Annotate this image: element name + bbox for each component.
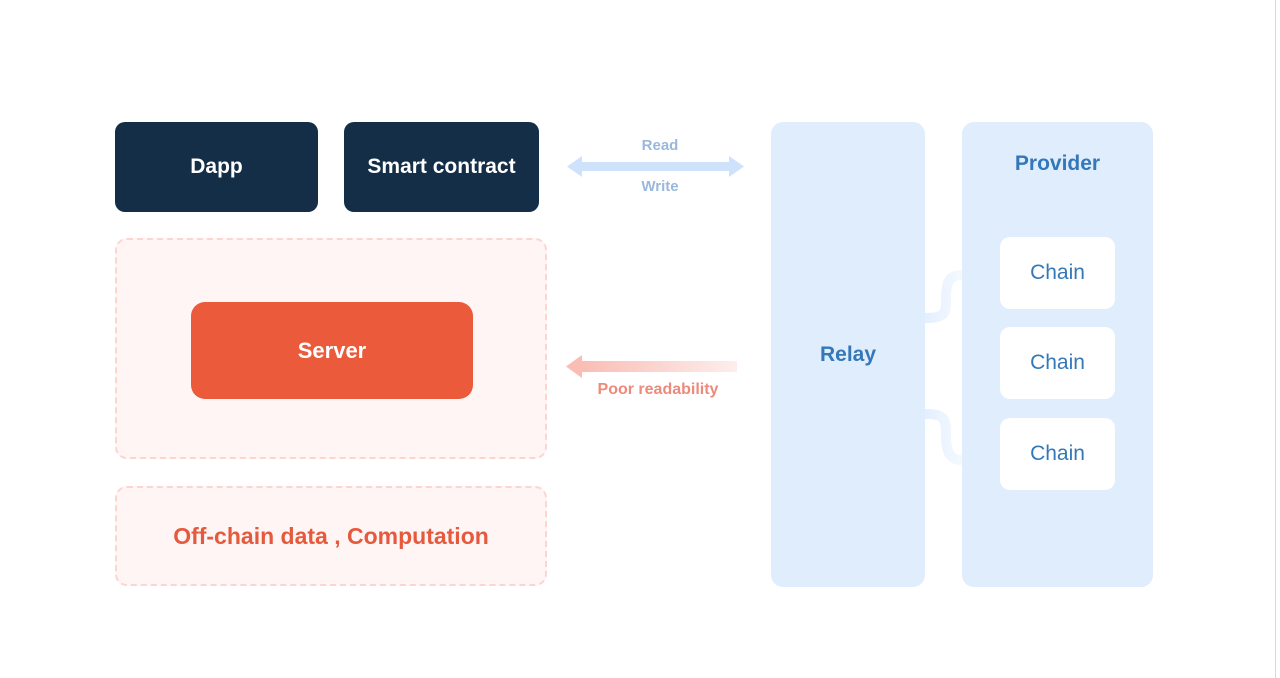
- dapp-box: Dapp: [115, 122, 318, 212]
- chain-label: Chain: [1030, 261, 1085, 284]
- read-label: Read: [641, 137, 679, 154]
- connector-chain-3: [924, 409, 963, 465]
- poor-readability-arrow: [566, 355, 737, 378]
- write-label: Write: [641, 178, 679, 195]
- offchain-label: Off-chain data , Computation: [173, 522, 489, 549]
- connector-chain-1: [924, 270, 963, 323]
- offchain-zone: Off-chain data , Computation: [115, 486, 547, 586]
- poor-readability-label: Poor readability: [597, 381, 719, 398]
- chain-box: Chain: [1000, 237, 1115, 309]
- read-write-double-arrow: [567, 156, 744, 177]
- smart-contract-box: Smart contract: [344, 122, 539, 212]
- smart-contract-label: Smart contract: [367, 155, 516, 178]
- chain-label: Chain: [1030, 351, 1085, 374]
- server-box: Server: [191, 302, 473, 399]
- server-label: Server: [297, 337, 367, 363]
- chain-box: Chain: [1000, 327, 1115, 399]
- relay-box: Relay: [771, 122, 925, 587]
- chain-label: Chain: [1030, 442, 1085, 465]
- chain-box: Chain: [1000, 418, 1115, 490]
- dapp-label: Dapp: [190, 155, 243, 178]
- relay-label: Relay: [819, 342, 877, 366]
- page-edge-divider: [1275, 0, 1276, 678]
- provider-title: Provider: [1014, 152, 1101, 175]
- relay-chain-connectors: [924, 270, 963, 465]
